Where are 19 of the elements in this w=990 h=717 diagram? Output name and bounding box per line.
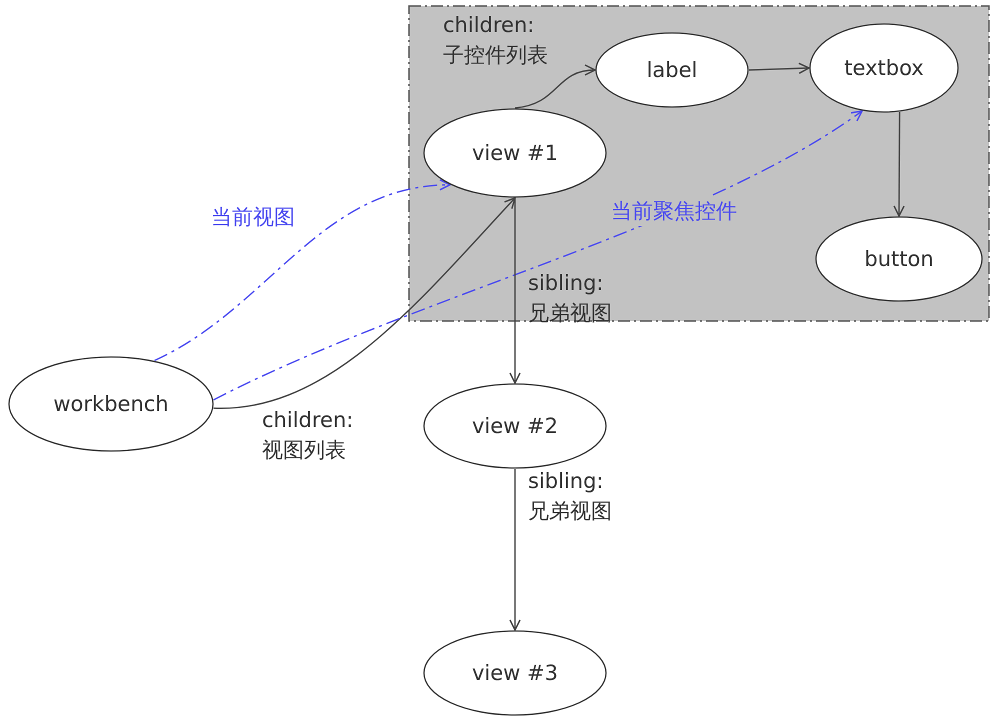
arrow (514, 65, 596, 109)
arrow (154, 180, 451, 362)
arrow (748, 62, 810, 74)
arrow (509, 469, 521, 631)
node-label: view #1 (472, 141, 558, 165)
arrow (509, 198, 521, 384)
arrow (893, 112, 905, 217)
edge-label: children: 视图列表 (262, 407, 354, 464)
arrow (213, 110, 863, 400)
node-label: view #3 (472, 661, 558, 685)
node-label: workbench (53, 392, 169, 416)
node-label: view #2 (472, 414, 558, 438)
edge-label: sibling: 兄弟视图 (528, 468, 613, 525)
arrow (214, 197, 516, 409)
node-label: textbox (844, 56, 924, 80)
node-label: button (864, 247, 934, 271)
edge-label: sibling: 兄弟视图 (528, 270, 613, 327)
node-label: label (646, 58, 698, 82)
edge-label: children: 子控件列表 (443, 12, 549, 69)
